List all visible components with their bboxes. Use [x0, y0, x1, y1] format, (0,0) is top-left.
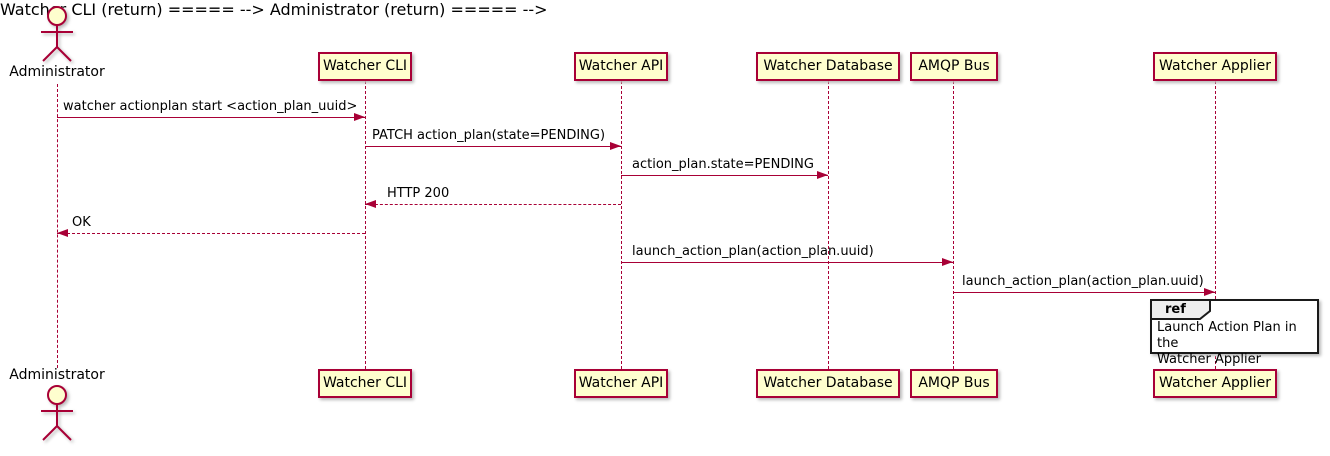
participant-box-watcher-database-bottom: Watcher Database [756, 369, 900, 398]
administrator-label-top: Administrator [9, 64, 105, 80]
lifeline-administrator [57, 84, 58, 368]
message-line-5 [57, 233, 365, 234]
participant-box-watcher-database-top: Watcher Database [756, 52, 900, 81]
participant-box-watcher-cli-top: Watcher CLI [318, 52, 412, 81]
participant-box-amqp-bus-bottom: AMQP Bus [910, 369, 998, 398]
message-label-2: PATCH action_plan(state=PENDING) [372, 128, 606, 143]
message-label-1: watcher actionplan start <action_plan_uu… [63, 99, 358, 114]
participant-box-amqp-bus-top: AMQP Bus [910, 52, 998, 81]
message-label-3: action_plan.state=PENDING [632, 157, 814, 172]
message-label-6: launch_action_plan(action_plan.uuid) [632, 244, 874, 259]
message-line-2 [365, 146, 621, 147]
arrowhead-icon [610, 142, 621, 150]
participant-box-watcher-cli-bottom: Watcher CLI [318, 369, 412, 398]
ref-keyword: ref [1165, 302, 1186, 317]
arrowhead-icon [365, 200, 376, 208]
message-line-3 [621, 175, 828, 176]
participant-box-watcher-applier-top: Watcher Applier [1153, 52, 1277, 81]
arrowhead-icon [354, 113, 365, 121]
message-line-4 [365, 204, 621, 205]
arrowhead-icon [942, 258, 953, 266]
message-line-6 [621, 262, 953, 263]
arrowhead-icon [817, 171, 828, 179]
message-label-7: launch_action_plan(action_plan.uuid) [962, 274, 1204, 289]
administrator-actor-icon-bottom [41, 385, 73, 441]
administrator-label-bottom: Administrator [9, 367, 105, 383]
lifeline-watcher-applier [1215, 81, 1216, 369]
message-line-1 [57, 117, 365, 118]
ref-header-pentagon [1150, 299, 1211, 320]
message-line-7 [953, 292, 1215, 293]
ref-fragment: ref Launch Action Plan in the Watcher Ap… [1150, 299, 1319, 367]
participant-box-watcher-applier-bottom: Watcher Applier [1153, 369, 1277, 398]
lifeline-watcher-cli [365, 81, 366, 369]
participant-box-watcher-api-bottom: Watcher API [574, 369, 668, 398]
message-label-4: HTTP 200 [387, 186, 450, 201]
lifeline-watcher-database [828, 81, 829, 369]
arrowhead-icon [57, 229, 68, 237]
administrator-actor-icon [41, 6, 73, 62]
lifeline-amqp-bus [953, 81, 954, 369]
arrowhead-icon [1204, 288, 1215, 296]
participant-box-watcher-api-top: Watcher API [574, 52, 668, 81]
ref-text: Launch Action Plan in the Watcher Applie… [1157, 320, 1297, 367]
message-label-5: OK [72, 215, 91, 230]
lifeline-watcher-api [621, 81, 622, 369]
